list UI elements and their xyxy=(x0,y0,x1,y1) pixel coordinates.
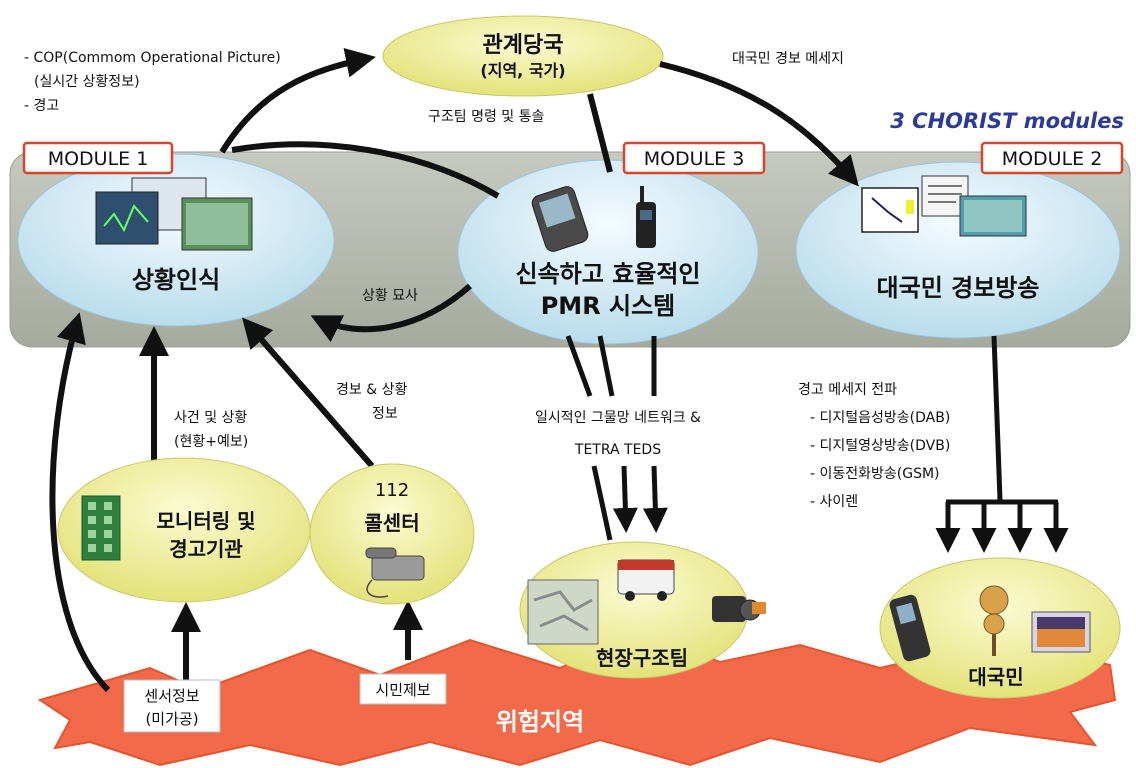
connector-authority-to-module3 xyxy=(587,93,613,173)
citizen-report-label: 시민제보 xyxy=(375,681,430,699)
event-status-sublabel: (현황+예보) xyxy=(174,434,248,450)
event-status-label: 사건 및 상황 xyxy=(174,410,247,426)
public-warning-msg-label: 대국민 경보 메세지 xyxy=(732,51,844,67)
arrow-network-to-field-2 xyxy=(642,465,668,533)
arrow-module1-to-authority xyxy=(219,48,376,154)
sensor-info-line2: (미가공) xyxy=(145,710,198,728)
module1-label-box xyxy=(22,141,174,175)
cop-text-line1: - COP(Commom Operational Picture) xyxy=(24,50,281,66)
alert-status-sublabel: 정보 xyxy=(372,406,398,422)
broadcast-title: 경고 메세지 전파 xyxy=(798,382,897,398)
field-rescue-title: 현장구조팀 xyxy=(596,646,688,670)
callcenter-number: 112 xyxy=(375,480,409,501)
broadcast-item-1: - 디지털영상방송(DVB) xyxy=(810,438,950,454)
sensor-info-line1: 센서정보 xyxy=(144,687,199,705)
rescue-command-label: 구조팀 명령 및 통솔 xyxy=(428,109,545,125)
map-icon xyxy=(527,579,599,645)
telephone-icon xyxy=(365,547,425,598)
module3-title-line1: 신속하고 효율적인 xyxy=(516,260,701,288)
arrow-module3-to-module1 xyxy=(310,283,472,343)
mesh-network-label: 일시적인 그물망 네트워크 & xyxy=(535,410,701,426)
net-line-1 xyxy=(565,335,593,397)
situation-depiction-label: 상황 묘사 xyxy=(362,288,418,304)
danger-zone-label: 위험지역 xyxy=(496,708,584,736)
mobile-phone-icon xyxy=(889,594,931,662)
connector-module1-to-module3 xyxy=(231,141,500,199)
module3-label-box xyxy=(622,141,766,175)
broadcast-screens-icon xyxy=(861,175,1027,237)
citizen-report-box xyxy=(359,673,447,705)
module1-title: 상황인식 xyxy=(132,266,220,294)
callcenter-title: 콜센터 xyxy=(364,511,419,535)
module3-title-line2: PMR 시스템 xyxy=(541,292,676,320)
monitor-screens-icon xyxy=(95,177,253,251)
arrow-network-to-field-1 xyxy=(612,465,638,533)
citizens-title: 대국민 xyxy=(968,665,1023,689)
callcenter-ellipse xyxy=(309,463,475,605)
broadcast-item-3: - 사이렌 xyxy=(810,494,858,510)
cop-text-line2: (실시간 상황정보) xyxy=(34,74,140,90)
arrow-authority-to-module2 xyxy=(659,61,859,187)
net-line-to-field-1 xyxy=(591,465,613,541)
module2-label: MODULE 2 xyxy=(1002,148,1103,170)
monitoring-line2: 경고기관 xyxy=(169,537,243,561)
building-icon xyxy=(81,495,121,561)
authority-title: 관계당국 xyxy=(483,33,564,58)
tetra-label: TETRA TEDS xyxy=(574,442,661,458)
camera-icon xyxy=(712,596,766,622)
alert-status-label: 경보 & 상황 xyxy=(336,382,407,398)
broadcast-item-2: - 이동전화방송(GSM) xyxy=(810,466,940,482)
broadcast-trunk xyxy=(991,335,1003,501)
authority-ellipse xyxy=(382,15,664,97)
authority-subtitle: (지역, 국가) xyxy=(480,61,565,80)
cop-text-line3: - 경고 xyxy=(24,98,59,114)
sensor-info-box xyxy=(123,679,221,733)
chorist-modules-title: 3 CHORIST modules xyxy=(890,109,1124,133)
arrow-callcenter-to-module1 xyxy=(242,317,375,468)
pda-icon xyxy=(531,186,589,252)
tv-screen-icon xyxy=(1031,611,1091,653)
net-line-2 xyxy=(597,335,615,397)
danger-zone-shape xyxy=(37,628,1117,767)
module2-label-box xyxy=(980,141,1124,175)
module1-label: MODULE 1 xyxy=(48,148,149,170)
siren-tower-icon xyxy=(979,585,1009,656)
module3-label: MODULE 3 xyxy=(644,148,745,170)
module2-title: 대국민 경보방송 xyxy=(877,274,1040,302)
arrow-sensor-to-module1 xyxy=(49,312,111,693)
radio-icon xyxy=(636,186,656,248)
ambulance-icon xyxy=(617,559,675,601)
broadcast-item-0: - 디지털음성방송(DAB) xyxy=(810,410,950,426)
monitoring-line1: 모니터링 및 xyxy=(157,509,256,533)
